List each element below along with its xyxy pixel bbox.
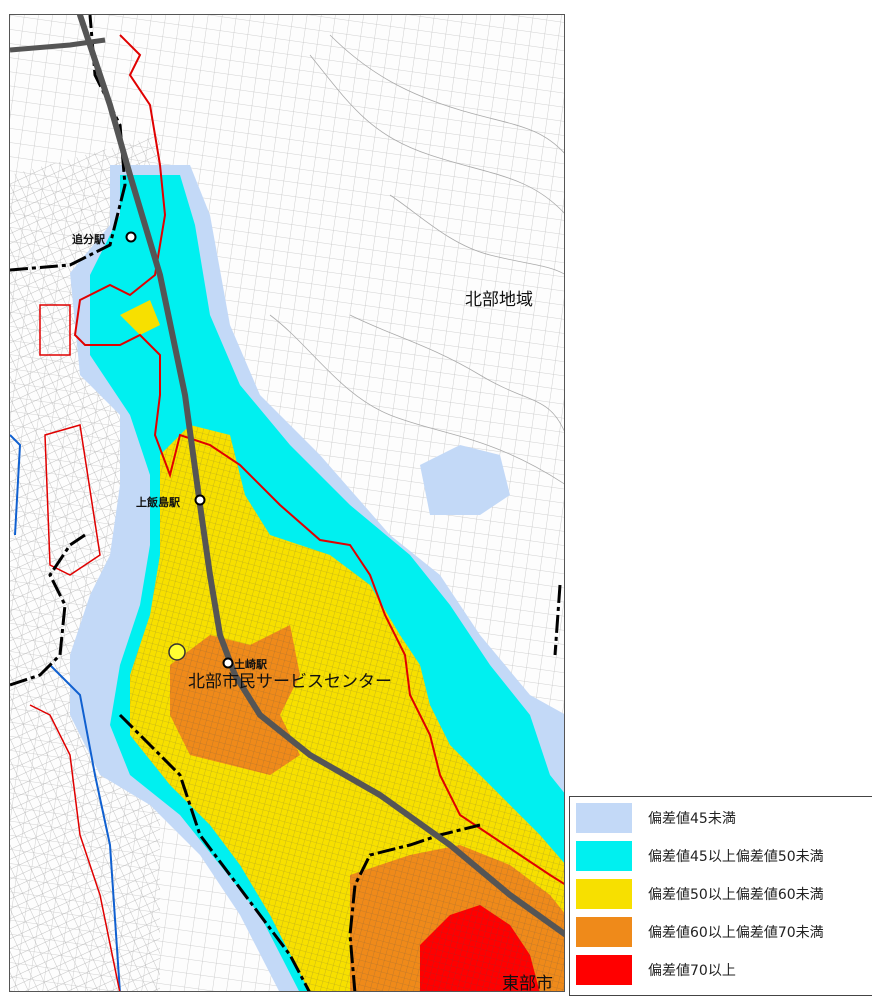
- legend-item: 偏差値45以上偏差値50未満: [576, 841, 824, 871]
- map-view[interactable]: 追分駅 上飯島駅 土崎駅 北部市民サービスセンター 東部市 北部地域: [9, 14, 565, 992]
- district-boundary-coast: [29, 704, 121, 991]
- zone-50-to-60-north: [120, 300, 160, 335]
- service-center-label: 北部市民サービスセンター: [188, 672, 392, 692]
- legend-item: 偏差値50以上偏差値60未満: [576, 879, 824, 909]
- district-boundary-block-1: [39, 304, 71, 356]
- coastline: [49, 664, 121, 991]
- legend-label: 偏差値45未満: [648, 811, 736, 827]
- railway-branch: [10, 37, 106, 53]
- legend-swatch: [576, 879, 632, 909]
- city-boundary-west: [10, 533, 86, 687]
- zone-below-45-isolated: [420, 445, 510, 515]
- station-marker-tsuchizaki[interactable]: [222, 657, 234, 669]
- station-label-kamiiijima: 上飯島駅: [136, 496, 180, 509]
- station-label-tsuchizaki: 土崎駅: [234, 658, 267, 671]
- service-center-marker[interactable]: [168, 643, 186, 661]
- station-marker-oiwake[interactable]: [125, 231, 137, 243]
- city-boundary-edge: [553, 584, 562, 656]
- legend-item: 偏差値45未満: [576, 803, 736, 833]
- river-west: [10, 434, 22, 536]
- region-label: 北部地域: [465, 290, 533, 310]
- city-boundary-north: [10, 15, 127, 272]
- bottom-district-label: 東部市: [502, 974, 553, 992]
- legend: 偏差値45未満 偏差値45以上偏差値50未満 偏差値50以上偏差値60未満 偏差…: [569, 796, 872, 996]
- terrain-contours: [269, 34, 564, 485]
- legend-item: 偏差値60以上偏差値70未満: [576, 917, 824, 947]
- station-marker-kamiiijima[interactable]: [194, 494, 206, 506]
- legend-label: 偏差値50以上偏差値60未満: [648, 887, 824, 903]
- legend-label: 偏差値70以上: [648, 963, 736, 979]
- legend-label: 偏差値60以上偏差値70未満: [648, 925, 824, 941]
- district-boundary-block-2: [44, 424, 101, 576]
- district-boundary: [73, 34, 564, 885]
- legend-swatch: [576, 803, 632, 833]
- legend-swatch: [576, 841, 632, 871]
- legend-swatch: [576, 917, 632, 947]
- legend-label: 偏差値45以上偏差値50未満: [648, 849, 824, 865]
- station-label-oiwake: 追分駅: [72, 233, 105, 246]
- legend-swatch: [576, 955, 632, 985]
- railway-line: [77, 15, 564, 938]
- legend-item: 偏差値70以上: [576, 955, 736, 985]
- map-canvas: [10, 15, 564, 991]
- city-boundary-south: [118, 713, 311, 991]
